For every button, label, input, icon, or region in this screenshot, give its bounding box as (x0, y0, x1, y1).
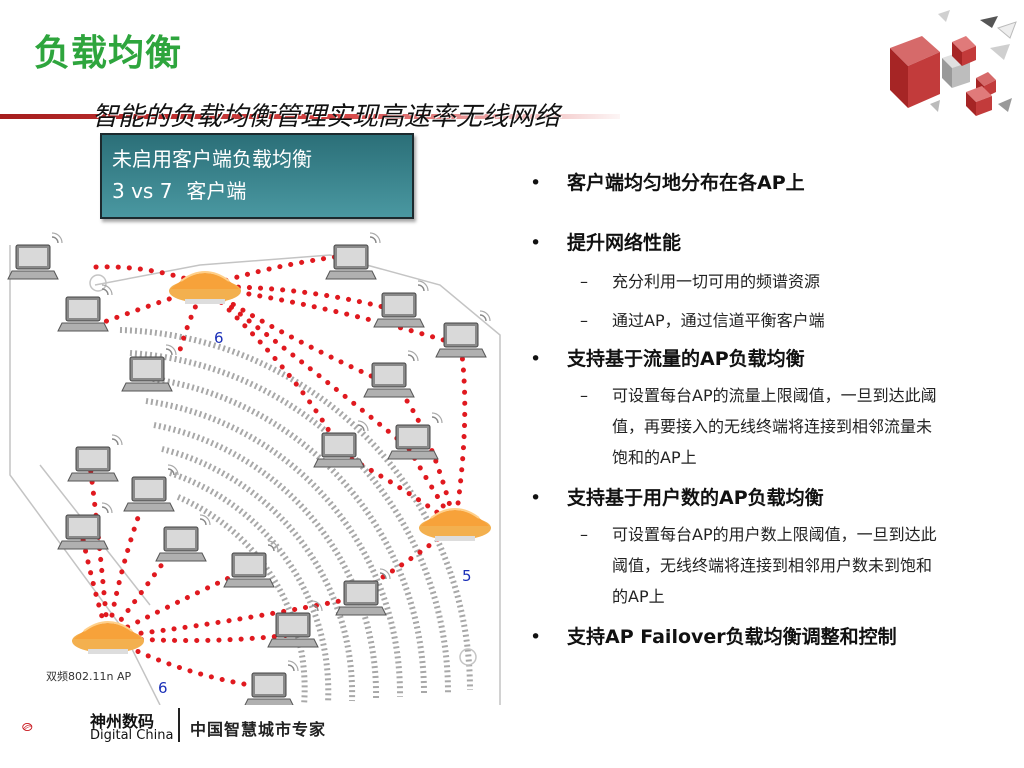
laptop-icon (313, 420, 369, 468)
channel-label-right: 5 (462, 567, 472, 585)
brand-divider (178, 708, 180, 742)
bullet-4-sub-1: 可设置每台AP的用户数上限阈值，一旦到达此 阈值，无线终端将连接到相邻用户数未到… (530, 519, 1000, 612)
bullet-4-sub-1-line-2: 阈值，无线终端将连接到相邻用户数未到饱和 (612, 556, 933, 575)
laptop-icon (57, 502, 113, 550)
shard-3 (990, 44, 1010, 60)
digital-china-logo-icon (22, 723, 33, 731)
brand-slogan: 中国智慧城市专家 (190, 720, 327, 739)
laptop-icon (243, 660, 299, 705)
laptop-icon (435, 310, 491, 358)
laptop-icon (223, 540, 279, 588)
auditorium-diagram: 6 5 6 (7, 232, 501, 705)
caption-ratio: 3 vs 7 (112, 179, 173, 203)
big-red-cube (890, 36, 940, 108)
caption-line-1: 未启用客户端负载均衡 (112, 147, 312, 171)
title-rule (0, 114, 620, 119)
bullet-2-sub-2: 通过AP，通过信道平衡客户端 (530, 305, 1000, 336)
shard-1 (938, 10, 950, 22)
shard-4 (996, 21, 1017, 39)
laptop-icon (155, 514, 211, 562)
channel-label-top: 6 (214, 329, 224, 347)
laptop-icon (57, 284, 113, 332)
laptop-icon (325, 232, 381, 280)
bullet-4-sub-1-line-3: 的AP上 (612, 587, 665, 606)
bullet-3-sub-1-line-3: 饱和的AP上 (612, 448, 697, 467)
laptop-icon (387, 412, 443, 460)
brand-name-cn: 神州数码 (90, 712, 155, 731)
bullet-3-sub-1: 可设置每台AP的流量上限阈值，一旦到达此阈 值，再要接入的无线终端将连接到相邻流… (530, 380, 1000, 473)
brand-name-en: Digital China (90, 728, 174, 743)
bullet-4-sub-1-line-1: 可设置每台AP的用户数上限阈值，一旦到达此 (612, 525, 937, 544)
laptop-icon (363, 350, 419, 398)
channel-label-bottom: 6 (158, 679, 168, 697)
caption-client-label: 客户端 (186, 179, 247, 203)
access-point-icon (71, 621, 145, 655)
bullet-2-sub-1: 充分利用一切可用的频谱资源 (530, 266, 1000, 297)
laptop-icon (123, 464, 179, 512)
small-red-cube (952, 36, 976, 66)
laptop-icon (7, 232, 63, 280)
bullet-3-sub-1-line-2: 值，再要接入的无线终端将连接到相邻流量未 (612, 417, 933, 436)
laptop-icon (67, 434, 123, 482)
shard-6 (998, 98, 1012, 112)
bullet-2: 提升网络性能 (530, 228, 1000, 258)
shard-2 (980, 16, 998, 28)
caption-line-2: 3 vs 7 客户端 (112, 173, 402, 209)
bullet-4: 支持基于用户数的AP负载均衡 (530, 483, 1000, 513)
access-point-icon (168, 271, 242, 305)
feature-list: 客户端均匀地分布在各AP上 提升网络性能 充分利用一切可用的频谱资源 通过AP，… (530, 168, 1000, 652)
page-title: 负载均衡 (34, 33, 183, 74)
bullet-1: 客户端均匀地分布在各AP上 (530, 168, 1000, 198)
access-point-icon (418, 508, 492, 542)
laptop-icon (373, 280, 429, 328)
caption-box: 未启用客户端负载均衡 3 vs 7 客户端 (100, 133, 414, 219)
bullet-5: 支持AP Failover负载均衡调整和控制 (530, 622, 1000, 652)
ap-model-label: 双频802.11n AP (46, 670, 132, 683)
bullet-3: 支持基于流量的AP负载均衡 (530, 344, 1000, 374)
cubes-decoration-icon (890, 10, 1017, 116)
red-cube-right (966, 86, 992, 116)
bullet-3-sub-1-line-1: 可设置每台AP的流量上限阈值，一旦到达此阈 (612, 386, 937, 405)
shard-5 (930, 100, 940, 112)
page-subtitle: 智能的负载均衡管理实现高速率无线网络 (92, 102, 561, 132)
